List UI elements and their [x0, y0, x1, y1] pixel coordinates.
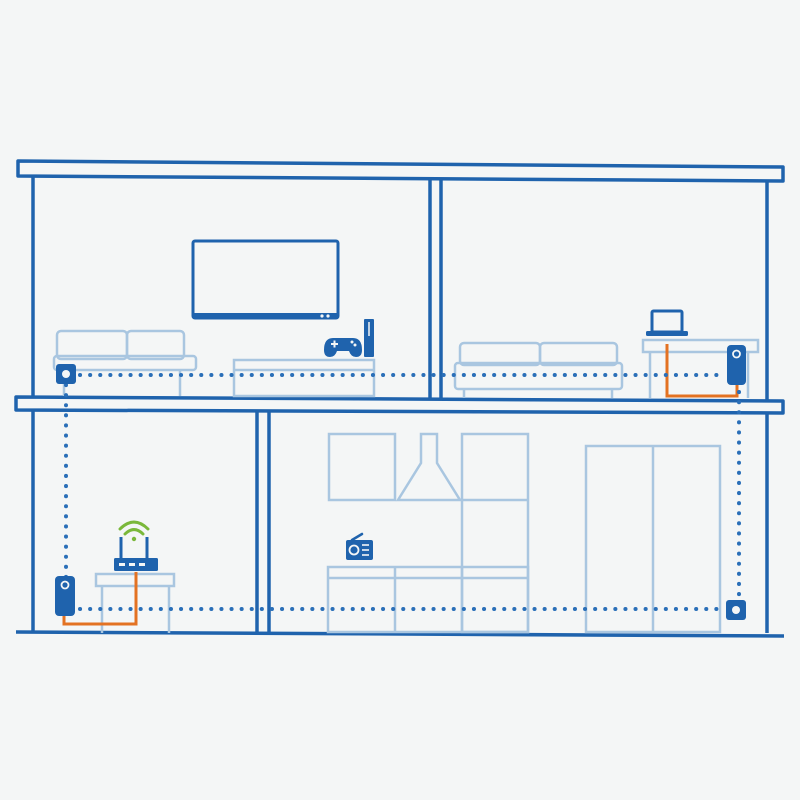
adapter-lower-right: [726, 600, 746, 620]
powerline-links: [64, 373, 741, 611]
ethernet-cables: [62, 344, 739, 626]
wifi-router-icon: [114, 537, 158, 571]
ethernet-cable-router: [62, 572, 138, 626]
floor-slab: [14, 395, 785, 415]
tv-stand-icon: [232, 358, 376, 398]
laptop-icon: [646, 309, 688, 336]
kitchen: [326, 432, 722, 634]
desk-icon: [641, 338, 760, 398]
bedroom: [453, 309, 760, 398]
house-structure: [14, 159, 785, 638]
radio-icon: [346, 532, 373, 560]
wifi-signal-icon: [118, 520, 150, 542]
kitchen-cabinets-icon: [326, 432, 530, 634]
adapter-upper-right: [727, 345, 746, 385]
ground-line: [15, 630, 785, 638]
roof-beam: [16, 159, 785, 183]
adapter-lower-left: [55, 576, 75, 616]
sofa-icon: [52, 329, 198, 396]
adapter-upper-left: [56, 364, 76, 384]
ethernet-cable-laptop: [665, 344, 739, 398]
bed-icon: [453, 341, 624, 398]
game-controller-icon: [324, 338, 362, 357]
range-hood-icon: [395, 432, 463, 502]
game-console-icon: [364, 319, 374, 357]
living-room: [52, 239, 376, 398]
wardrobe-icon: [584, 444, 722, 634]
tv-icon: [191, 239, 340, 320]
